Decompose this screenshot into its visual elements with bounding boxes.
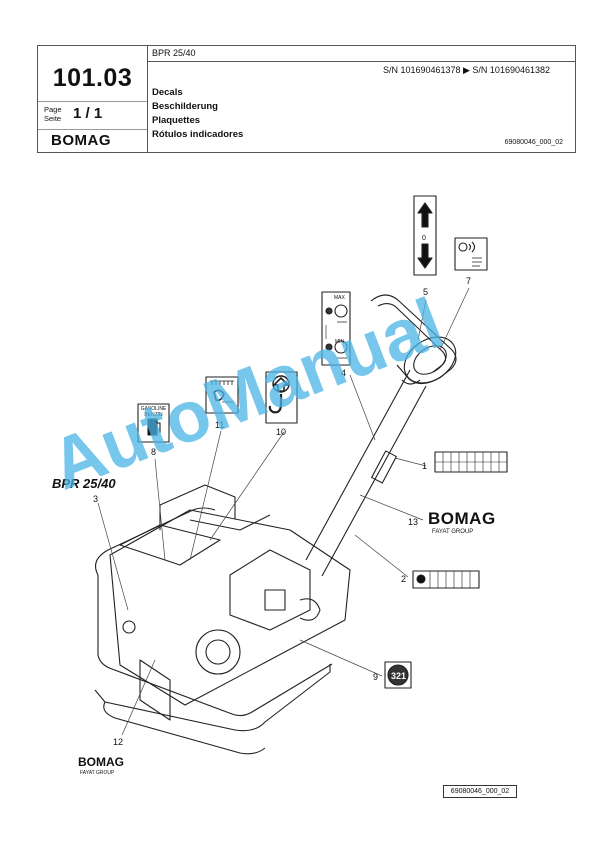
title-fr: Plaquettes [152,115,201,126]
bomag-bottom-logo: BOMAG [78,755,124,769]
bomag-logo: BOMAG [51,132,111,149]
callout-13: 13 [408,517,419,527]
decal-switch-direction: 0 [413,195,437,276]
bpr-model-decal: BPR 25/40 [52,476,116,491]
serial-range: S/N 101690461378 ▶ S/N 101690461382 [382,65,550,75]
leader-lines [97,287,470,736]
decal-noise [454,237,488,271]
bomag-decal: BOMAG [428,509,496,528]
header-divider [147,46,148,152]
callout-9: 9 [373,672,379,682]
decal-gasoline-text: GASOLINE BENZIN [140,406,167,418]
callout-2: 2 [401,574,407,584]
decal-operation-2 [412,570,480,589]
guide-handle [305,294,457,577]
decal-operation-1 [434,451,508,473]
title-es: Rótulos indicadores [152,129,244,140]
title-en: Decals [152,87,183,98]
callout-4: 4 [341,368,347,378]
bomag-bottom-subtitle: FAYAT GROUP [80,770,115,776]
page-number: 1 / 1 [73,105,103,122]
section-code: 101.03 [52,64,133,92]
callout-11: 11 [215,420,225,430]
page-label: Page Seite [44,105,62,123]
header-divider [38,101,147,102]
header-divider [38,129,147,130]
decal-min-text: MIN [335,339,345,345]
decal-max-text: MAX [334,295,345,301]
callout-7: 7 [466,276,472,286]
doc-number: 69080046_000_02 [504,139,563,146]
header-table: 101.03 Page Seite 1 / 1 BOMAG BPR 25/40 … [37,45,576,153]
callout-5: 5 [423,287,429,297]
decal-hearing [205,376,239,414]
title-de: Beschilderung [152,101,218,112]
model-name: BPR 25/40 [152,48,196,58]
callout-12: 12 [113,737,124,747]
decal-zero-text: 0 [422,235,426,242]
section-titles: Decals Beschilderung Plaquettes Rótulos … [152,86,243,142]
decal-seal-321: 321 [384,661,412,689]
doc-number-bottom: 69080046_000_02 [443,785,517,798]
callout-1: 1 [422,461,428,471]
callout-3: 3 [93,494,99,504]
callout-10: 10 [276,427,287,437]
decal-max-min [321,291,351,366]
header-divider [147,61,575,62]
decal-gasoline [137,403,170,443]
callout-8: 8 [151,447,157,457]
bomag-decal-subtitle: FAYAT GROUP [432,529,474,535]
seal-text: 321 [391,671,406,681]
plate-compactor-body [94,484,351,755]
decal-lifting-point [265,371,298,424]
